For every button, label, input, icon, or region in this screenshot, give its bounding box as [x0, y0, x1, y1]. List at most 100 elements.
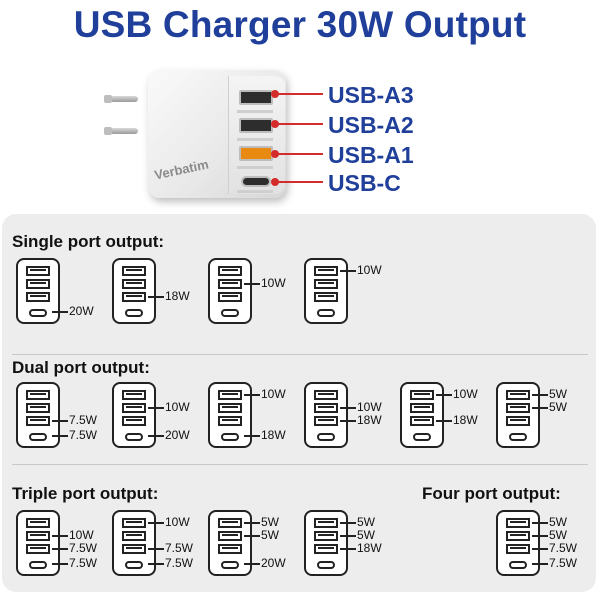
pointer-line: [275, 181, 323, 183]
output-leader-line: [532, 394, 548, 396]
usb-a-port-icon: [26, 518, 50, 528]
output-wattage: 5W: [549, 528, 567, 542]
output-wattage: 18W: [453, 413, 478, 427]
usb-a-port-icon: [26, 266, 50, 276]
usb-a-port-icon: [26, 279, 50, 289]
mini-charger-icon: [496, 510, 540, 576]
output-leader-line: [52, 420, 68, 422]
charger-port-face: [228, 76, 285, 194]
usb-a-port-icon: [314, 416, 338, 426]
output-leader-line: [244, 522, 260, 524]
port-label-mark: [237, 166, 273, 169]
mini-charger-icon: [208, 258, 252, 324]
usb-a-port-icon: [314, 531, 338, 541]
usb-c-port-icon: [29, 309, 47, 317]
output-leader-line: [244, 394, 260, 396]
usb-a-port-icon: [122, 279, 146, 289]
charger-body: Verbatim: [148, 70, 286, 198]
usb-a-port-icon: [506, 544, 530, 554]
usb-c-port-icon: [125, 561, 143, 569]
usb-c-port-icon: [413, 433, 431, 441]
output-wattage: 10W: [357, 400, 382, 414]
usb-a-port-icon: [218, 403, 242, 413]
charger-brand-logo: Verbatim: [153, 156, 210, 183]
output-leader-line: [436, 394, 452, 396]
output-panel: Single port output: Dual port output: Tr…: [2, 214, 596, 592]
pointer-line: [275, 93, 323, 95]
usb-a-port-icon: [122, 518, 146, 528]
usb-c-port-icon: [221, 433, 239, 441]
usb-a-port-icon: [122, 403, 146, 413]
output-wattage: 7.5W: [69, 428, 98, 442]
usb-a-port-icon: [122, 292, 146, 302]
usb-a-port-icon: [122, 266, 146, 276]
output-wattage: 5W: [549, 515, 567, 529]
usb-a-port-icon: [218, 518, 242, 528]
port-label-mark: [237, 138, 273, 141]
usb-a2-port-icon: [239, 118, 273, 133]
mini-charger-icon: [112, 510, 156, 576]
port-label-usb-a3: USB-A3: [328, 82, 414, 108]
usb-c-port-icon: [29, 433, 47, 441]
usb-c-port-icon: [221, 561, 239, 569]
output-wattage: 10W: [165, 515, 190, 529]
output-wattage: 20W: [165, 428, 190, 442]
output-wattage: 18W: [357, 413, 382, 427]
plug-prong-tip-icon: [104, 95, 112, 103]
usb-a-port-icon: [26, 416, 50, 426]
usb-a-port-icon: [122, 416, 146, 426]
section-title-four: Four port output:: [422, 484, 561, 503]
plug-prong-tip-icon: [104, 127, 112, 135]
output-leader-line: [244, 563, 260, 565]
usb-a-port-icon: [218, 279, 242, 289]
usb-a-port-icon: [314, 544, 338, 554]
mini-charger-icon: [16, 258, 60, 324]
usb-a-port-icon: [314, 390, 338, 400]
output-wattage: 5W: [261, 515, 279, 529]
page-title: USB Charger 30W Output: [73, 4, 527, 45]
output-leader-line: [244, 283, 260, 285]
output-wattage: 20W: [69, 304, 94, 318]
usb-a-port-icon: [218, 416, 242, 426]
output-wattage: 7.5W: [69, 541, 98, 555]
output-wattage: 10W: [165, 400, 190, 414]
usb-a-port-icon: [26, 544, 50, 554]
port-label-usb-a1: USB-A1: [328, 142, 414, 168]
output-leader-line: [340, 535, 356, 537]
usb-a-port-icon: [314, 518, 338, 528]
section-divider: [12, 464, 588, 465]
pointer-line: [275, 123, 323, 125]
mini-charger-icon: [112, 258, 156, 324]
output-leader-line: [52, 435, 68, 437]
output-leader-line: [148, 407, 164, 409]
mini-charger-icon: [304, 382, 348, 448]
usb-a-port-icon: [314, 292, 338, 302]
output-leader-line: [532, 522, 548, 524]
output-wattage: 7.5W: [69, 556, 98, 570]
output-leader-line: [340, 420, 356, 422]
usb-a-port-icon: [218, 390, 242, 400]
usb-a-port-icon: [26, 390, 50, 400]
output-leader-line: [52, 535, 68, 537]
usb-a-port-icon: [314, 279, 338, 289]
output-wattage: 10W: [357, 263, 382, 277]
usb-c-port-icon: [317, 309, 335, 317]
mini-charger-icon: [16, 510, 60, 576]
output-leader-line: [532, 535, 548, 537]
usb-a-port-icon: [218, 544, 242, 554]
mini-charger-icon: [400, 382, 444, 448]
usb-a-port-icon: [506, 416, 530, 426]
usb-a-port-icon: [218, 531, 242, 541]
usb-a3-port-icon: [239, 90, 273, 105]
usb-a-port-icon: [122, 531, 146, 541]
usb-a-port-icon: [122, 390, 146, 400]
mini-charger-icon: [304, 510, 348, 576]
port-label-mark: [237, 110, 273, 113]
section-title-single: Single port output:: [12, 232, 165, 251]
usb-a-port-icon: [410, 416, 434, 426]
usb-a-port-icon: [314, 266, 338, 276]
output-leader-line: [148, 563, 164, 565]
output-wattage: 7.5W: [165, 541, 194, 555]
mini-charger-icon: [304, 258, 348, 324]
section-divider: [12, 354, 588, 355]
